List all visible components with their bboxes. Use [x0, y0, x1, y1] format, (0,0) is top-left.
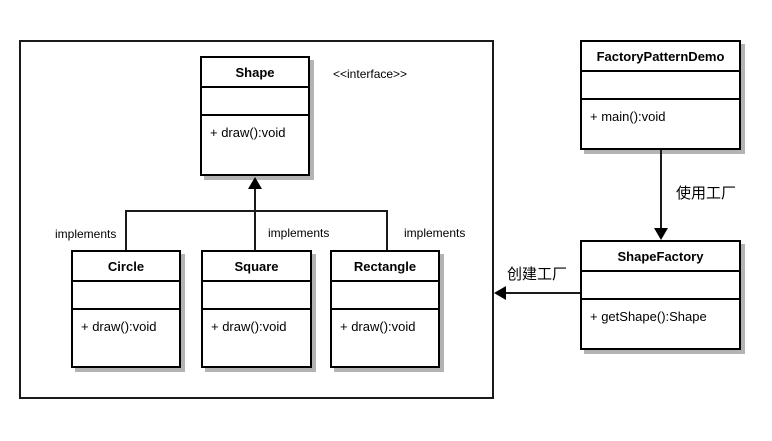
class-attributes-shape-factory	[582, 272, 739, 300]
edge-label-implements-circle: implements	[55, 227, 117, 241]
class-methods-shape-factory: + getShape():Shape	[590, 309, 707, 324]
class-attributes-rectangle	[332, 282, 438, 310]
connector-implements-bus-line	[125, 210, 387, 212]
class-box-square: Square + draw():void	[201, 250, 312, 368]
class-methods-square: + draw():void	[211, 319, 287, 334]
class-box-shape: Shape + draw():void	[200, 56, 310, 176]
class-title-rectangle: Rectangle	[332, 252, 438, 282]
class-methods-circle: + draw():void	[81, 319, 157, 334]
class-title-circle: Circle	[73, 252, 179, 282]
edge-label-implements-rectangle: implements	[404, 226, 466, 240]
class-methods-shape: + draw():void	[210, 125, 286, 140]
class-methods-rectangle: + draw():void	[340, 319, 416, 334]
class-attributes-circle	[73, 282, 179, 310]
arrowhead-down-icon	[654, 228, 668, 240]
connector-circle-drop-line	[125, 210, 127, 250]
stereotype-label: <<interface>>	[333, 67, 408, 81]
system-boundary-box	[19, 40, 494, 399]
class-title-factory-pattern-demo: FactoryPatternDemo	[582, 42, 739, 72]
connector-factory-to-boundary-line	[506, 292, 580, 294]
class-attributes-factory-pattern-demo	[582, 72, 739, 100]
arrowhead-left-icon	[494, 286, 506, 300]
class-box-shape-factory: ShapeFactory + getShape():Shape	[580, 240, 741, 350]
class-title-square: Square	[203, 252, 310, 282]
class-title-shape-factory: ShapeFactory	[582, 242, 739, 272]
class-methods-factory-pattern-demo: + main():void	[590, 109, 666, 124]
connector-rectangle-drop-line	[386, 210, 388, 250]
edge-label-use-factory: 使用工厂	[676, 185, 737, 202]
edge-label-create-factory: 创建工厂	[507, 266, 568, 283]
class-attributes-shape	[202, 88, 308, 116]
class-title-shape: Shape	[202, 58, 308, 88]
edge-label-implements-square: implements	[268, 226, 330, 240]
connector-demo-to-factory-line	[660, 150, 662, 229]
class-box-factory-pattern-demo: FactoryPatternDemo + main():void	[580, 40, 741, 150]
class-attributes-square	[203, 282, 310, 310]
class-box-rectangle: Rectangle + draw():void	[330, 250, 440, 368]
connector-square-to-shape-line	[254, 188, 256, 250]
class-box-circle: Circle + draw():void	[71, 250, 181, 368]
arrowhead-up-icon	[248, 177, 262, 189]
